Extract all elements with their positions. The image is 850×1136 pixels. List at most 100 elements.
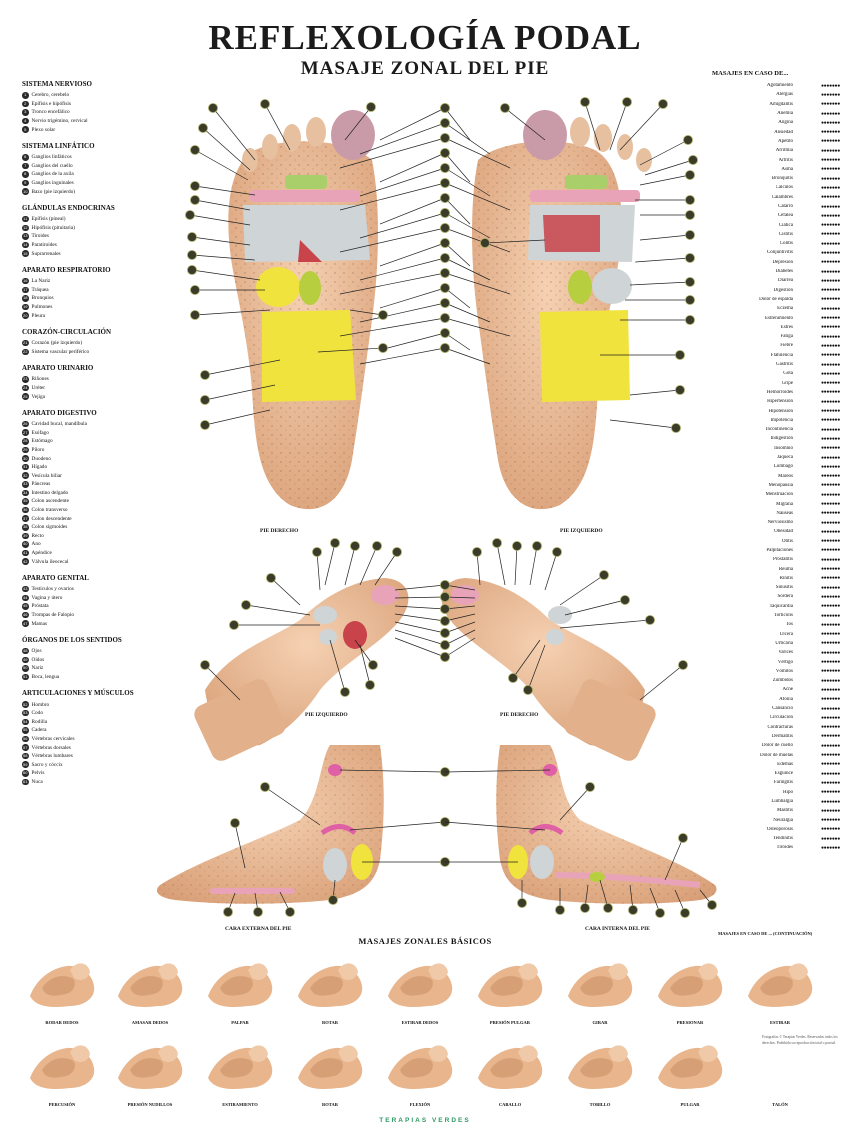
condition-zone-numbers: ●●●●●●● <box>820 566 840 573</box>
legend-item-label: Colon sigmoides <box>31 524 68 531</box>
leader-line <box>359 257 446 281</box>
condition-label: Esguince <box>774 771 793 777</box>
legend-number-badge: 10 <box>22 188 29 195</box>
condition-zone-numbers: ●●●●●●● <box>820 268 840 275</box>
sole-markers <box>185 97 698 433</box>
condition-label: Lumbalgia <box>771 799 793 804</box>
condition-zone-numbers: ●●●●●●● <box>820 649 840 656</box>
legend-item-label: La Nariz <box>31 278 51 285</box>
leader-line <box>527 644 546 691</box>
leader-line <box>639 234 691 241</box>
condition-label: Prostatitis <box>772 557 793 563</box>
legend-number-badge: 17 <box>22 286 29 294</box>
legend-item-label: Tiroides <box>31 233 49 240</box>
zone-marker <box>440 313 450 323</box>
leader-line <box>359 122 446 155</box>
legend-number-badge: 46 <box>22 611 29 619</box>
zone-marker <box>685 230 695 240</box>
zone-marker <box>685 170 695 180</box>
massage-thumbnail <box>380 1030 460 1100</box>
zone-marker <box>340 687 350 697</box>
leader-line <box>609 101 628 151</box>
legend-number-badge: 53 <box>22 709 29 717</box>
leader-line <box>444 629 476 646</box>
zone-marker <box>658 99 668 109</box>
condition-row: Zumbidos●●●●●●● <box>712 676 841 685</box>
leader-line <box>639 139 689 166</box>
leader-line <box>329 639 346 693</box>
condition-row: Otitis●●●●●●● <box>712 537 840 546</box>
condition-label: Asma <box>781 166 793 172</box>
zone-marker <box>440 343 450 353</box>
zone-marker <box>655 908 665 918</box>
zone-marker <box>208 103 218 113</box>
condition-label: Agotamiento <box>766 83 793 89</box>
hands-on-foot-icon <box>118 1045 183 1089</box>
leader-line <box>444 317 511 337</box>
condition-label: Cálculos <box>775 185 794 191</box>
condition-zone-numbers: ●●●●●●● <box>820 157 840 164</box>
hands-on-foot-icon <box>478 963 543 1007</box>
condition-zone-numbers: ●●●●●●● <box>820 370 840 377</box>
zone-marker <box>685 195 695 205</box>
condition-row: Tortícolis●●●●●●● <box>712 611 840 620</box>
condition-zone-numbers: ●●●●●●● <box>820 510 840 517</box>
legend-item-label: Vértebras lumbares <box>31 753 73 760</box>
condition-label: Contracturas <box>767 724 793 730</box>
side-markers <box>223 767 717 918</box>
condition-zone-numbers: ●●●●●●● <box>820 82 840 89</box>
condition-row: Dolor de espalda●●●●●●● <box>712 295 840 304</box>
leader-line <box>644 159 694 176</box>
condition-zone-numbers: ●●●●●●● <box>820 305 840 312</box>
leader-line <box>359 347 446 365</box>
legend-item-label: Estómago <box>31 438 53 445</box>
zone-marker <box>312 547 322 557</box>
condition-zone-numbers: ●●●●●●● <box>820 119 840 126</box>
zone-marker <box>372 541 382 551</box>
zone-marker <box>683 135 693 145</box>
leader-line <box>379 197 446 225</box>
condition-row: Reuma●●●●●●● <box>712 564 840 573</box>
zone-marker <box>350 541 360 551</box>
leader-line <box>359 545 378 586</box>
legend-item-label: Sistema vascular periférico <box>31 348 90 355</box>
legend-number-badge: 6 <box>22 154 29 161</box>
leader-line <box>664 837 684 881</box>
legend-item-label: Pelvis <box>31 770 45 777</box>
legend-item-label: Intestino delgado <box>31 489 69 496</box>
condition-label: Ciática <box>778 222 793 228</box>
legend-item-label: Recto <box>31 532 44 539</box>
condition-row: Estrés●●●●●●● <box>712 323 841 332</box>
leader-line <box>339 227 446 253</box>
zone-marker <box>580 903 590 913</box>
condition-label: Indigestión <box>770 436 794 442</box>
leader-line <box>394 605 446 610</box>
legend-number-badge: 50 <box>22 665 29 672</box>
zone-marker <box>260 782 270 792</box>
massage-thumbnail <box>290 1030 370 1100</box>
condition-label: Jaqueca <box>777 455 793 461</box>
massage-caption: PRESIONAR <box>676 1020 704 1025</box>
condition-zone-numbers: ●●●●●●● <box>820 501 840 507</box>
condition-zone-numbers: ●●●●●●● <box>820 724 840 731</box>
left-foot-dorsal <box>441 578 656 761</box>
condition-label: Migraña <box>776 501 793 507</box>
condition-label: Neuralgia <box>773 817 793 823</box>
condition-row: Mastitis●●●●●●● <box>712 806 840 815</box>
legend-item-label: Mamas <box>31 620 48 627</box>
zone-marker <box>440 580 450 590</box>
legend-number-badge: 42 <box>22 558 29 565</box>
condition-zone-numbers: ●●●●●●● <box>820 631 840 638</box>
condition-label: Arritmia <box>775 148 793 154</box>
condition-row: Varices●●●●●●● <box>712 648 840 657</box>
